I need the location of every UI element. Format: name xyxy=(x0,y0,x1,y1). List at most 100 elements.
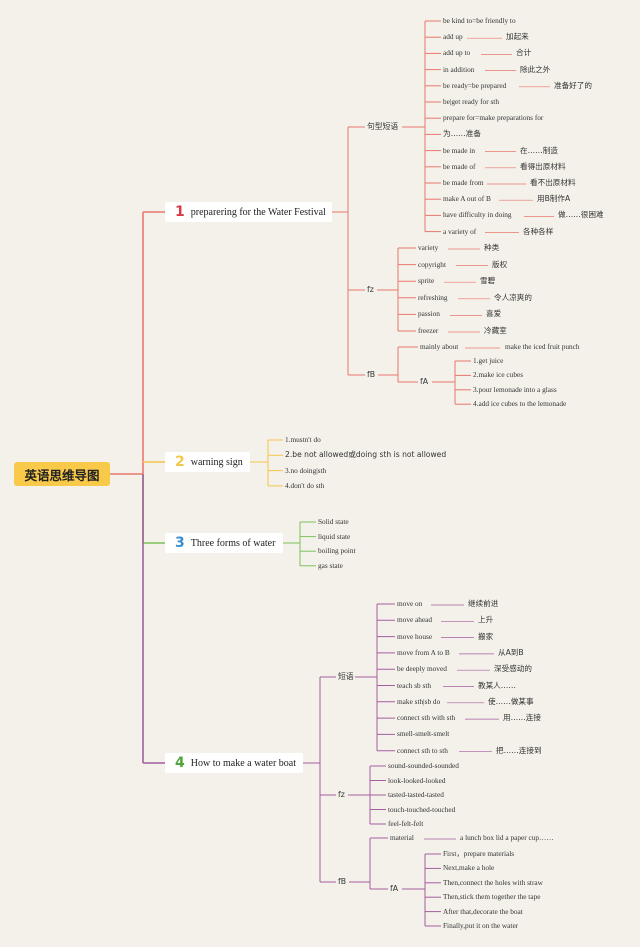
phrase-translation: 看不出原材料 xyxy=(530,178,576,187)
step-item: Next,make a hole xyxy=(443,863,495,873)
phrase-term: move from A to B xyxy=(397,647,450,657)
vocab-translation: 冷藏室 xyxy=(484,326,507,335)
verb-forms-item: look-looked-looked xyxy=(388,775,446,785)
step-item: After that,decorate the boat xyxy=(443,906,523,916)
branch-4-group-2: fz xyxy=(338,790,345,799)
vocab-translation: 种类 xyxy=(484,243,500,252)
phrase-term: smell-smelt-smelt xyxy=(397,729,450,739)
step-item: Finally,put it on the water xyxy=(443,921,519,930)
step-item: Then,connect the holes with straw xyxy=(443,877,543,887)
vocab-term: freezer xyxy=(418,326,439,335)
phrase-translation: 深受感动的 xyxy=(494,664,532,674)
branch-1-node[interactable]: 1 preparering for the Water Festival xyxy=(165,202,332,222)
phrase-translation: 教某人…… xyxy=(478,680,516,690)
warning-item: 2.be not allowed或doing sth is not allowe… xyxy=(285,450,447,460)
phrase-translation: 在……制造 xyxy=(520,145,558,155)
phrase-translation: 使……做某事 xyxy=(488,696,534,706)
phrase-translation: 从A到B xyxy=(498,647,524,657)
verb-forms-item: sound-sounded-sounded xyxy=(388,761,459,770)
phrase-term: be deeply moved xyxy=(397,664,447,674)
branch-3-title: Three forms of water xyxy=(190,537,276,549)
phrase-term: be made from xyxy=(443,178,484,187)
branch-4-number: 4 xyxy=(175,755,185,771)
step-item: 3.pour lemonade into a glass xyxy=(473,384,557,394)
vocab-term: sprite xyxy=(418,276,435,286)
step-item: Then,stick them together the tape xyxy=(443,892,541,902)
phrase-term: be made in xyxy=(443,145,476,155)
phrase-term: have difficulty in doing xyxy=(443,210,512,220)
branch-1-number: 1 xyxy=(175,204,185,220)
phrase-term: teach sb sth xyxy=(397,680,432,690)
phrase-term: move on xyxy=(397,599,423,608)
fb-value: a lunch box lid a paper cup…… xyxy=(460,833,554,842)
branch-4-node[interactable]: 4 How to make a water boat xyxy=(165,753,303,773)
branch-1-group-2: fz xyxy=(367,285,374,294)
phrase-translation: 上升 xyxy=(478,615,494,625)
water-form-item: Solid state xyxy=(318,517,349,526)
branch-1-group-3: fB xyxy=(367,370,376,379)
warning-item: 1.mustn't do xyxy=(285,435,321,444)
phrase-term: add up to xyxy=(443,48,471,58)
phrase-term: 为……准备 xyxy=(443,129,481,139)
branch-4-title: How to make a water boat xyxy=(190,757,296,769)
phrase-term: connect sth to sth xyxy=(397,745,448,755)
phrase-translation: 继续前进 xyxy=(468,599,499,608)
phrase-translation: 各种各样 xyxy=(523,226,554,236)
phrase-term: be|get ready for sth xyxy=(443,97,499,106)
phrase-term: make sth|sb do xyxy=(397,696,441,706)
water-form-item: boiling point xyxy=(318,546,356,556)
step-item: 1.get juice xyxy=(473,356,504,365)
phrase-term: a variety of xyxy=(443,226,477,236)
branch-2-title: warning sign xyxy=(190,456,243,468)
warning-item: 4.don't do sth xyxy=(285,480,325,490)
branch-2-node[interactable]: 2 warning sign xyxy=(165,452,250,472)
step-item: 2.make ice cubes xyxy=(473,370,524,380)
phrase-term: prepare for=make preparations for xyxy=(443,113,544,123)
phrase-translation: 准备好了的 xyxy=(554,80,592,90)
fa-label: fA xyxy=(420,377,429,386)
vocab-term: refreshing xyxy=(418,292,448,302)
root-title: 英语思维导图 xyxy=(24,467,100,483)
verb-forms-item: feel-felt-felt xyxy=(388,819,424,828)
branch-1-title: preparering for the Water Festival xyxy=(190,206,326,218)
verb-forms-item: touch-touched-touched xyxy=(388,804,456,814)
step-item: First，prepare materials xyxy=(443,849,515,858)
fa-label: fA xyxy=(390,884,399,893)
phrase-term: move house xyxy=(397,631,433,641)
branch-3-number: 3 xyxy=(175,535,185,551)
phrase-translation: 用B制作A xyxy=(537,194,571,204)
branch-4-group-3: fB xyxy=(338,877,347,886)
fb-term: mainly about xyxy=(420,342,459,351)
phrase-term: be made of xyxy=(443,161,476,171)
phrase-translation: 做……很困难 xyxy=(558,210,604,220)
branch-4-group-1: 短语 xyxy=(338,672,354,681)
phrase-translation: 把……连接到 xyxy=(496,745,542,755)
root-node[interactable]: 英语思维导图 xyxy=(14,462,110,486)
fb-value: make the iced fruit punch xyxy=(505,342,580,351)
verb-forms-item: tasted-tasted-tasted xyxy=(388,790,444,799)
phrase-term: be ready=be prepared xyxy=(443,80,507,90)
step-item: 4.add ice cubes to the lemonade xyxy=(473,399,567,409)
fb-term: material xyxy=(390,833,414,842)
phrase-translation: 除此之外 xyxy=(520,64,551,74)
warning-item: 3.no doing|sth xyxy=(285,465,327,475)
phrase-term: make A out of B xyxy=(443,194,491,204)
phrase-translation: 看得出原材料 xyxy=(520,161,566,171)
vocab-translation: 版权 xyxy=(492,259,508,269)
phrase-translation: 搬家 xyxy=(478,631,494,641)
phrase-term: add up xyxy=(443,32,463,42)
phrase-term: connect sth with sth xyxy=(397,713,456,723)
phrase-translation: 合计 xyxy=(516,48,532,58)
phrase-term: in addition xyxy=(443,64,475,74)
branch-1-group-1: 句型短语 xyxy=(367,122,399,131)
water-form-item: gas state xyxy=(318,560,343,570)
branch-3-node[interactable]: 3 Three forms of water xyxy=(165,533,283,553)
vocab-term: passion xyxy=(418,309,440,319)
phrase-translation: 用……连接 xyxy=(503,713,541,723)
vocab-term: variety xyxy=(418,243,439,252)
water-form-item: liquid state xyxy=(318,531,351,541)
vocab-translation: 雪碧 xyxy=(480,276,496,286)
phrase-term: be kind to=be friendly to xyxy=(443,16,516,25)
phrase-term: move ahead xyxy=(397,615,433,625)
